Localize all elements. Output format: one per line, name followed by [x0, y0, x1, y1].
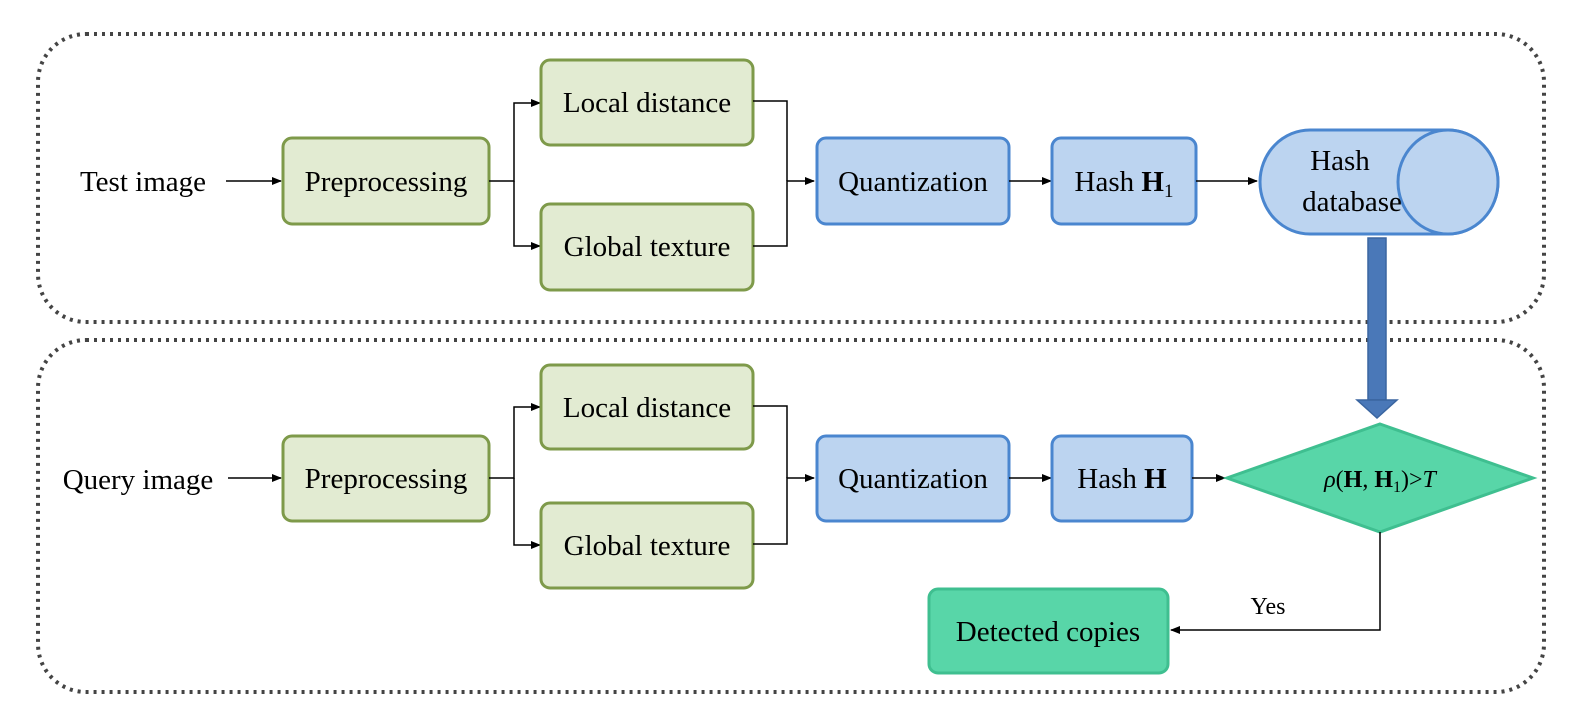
- query-image-label: Query image: [63, 464, 214, 496]
- cylinder-end: [1396, 128, 1500, 236]
- quantization-label-bottom: Quantization: [838, 463, 988, 495]
- branch-to-local-top: [489, 99, 541, 182]
- local-distance-box-top: [539, 58, 755, 147]
- merge-local-bottom: [753, 405, 788, 478]
- h1-symbol: H: [1374, 467, 1393, 493]
- close-paren: ): [1401, 467, 1409, 493]
- training-region: [36, 32, 1546, 324]
- hash-h1-label: Hash H1: [1075, 166, 1174, 202]
- hash-h1-subscript: 1: [1164, 181, 1174, 202]
- comma: ,: [1362, 467, 1374, 493]
- yes-label: Yes: [1251, 594, 1286, 620]
- merge-to-quantization-top: [753, 177, 815, 247]
- hash-h1-symbol: H: [1141, 166, 1164, 198]
- h-symbol: H: [1344, 467, 1363, 493]
- yes-arrow: [1170, 532, 1381, 634]
- hash-database-cylinder: [1258, 128, 1500, 236]
- detected-copies-box: [927, 587, 1170, 675]
- hash-h-symbol: H: [1144, 463, 1167, 495]
- merge-local-top: [753, 100, 788, 181]
- database-label-line2: database: [1302, 186, 1402, 218]
- local-distance-label-bottom: Local distance: [563, 392, 731, 424]
- test-image-label: Test image: [80, 166, 206, 198]
- preprocessing-label-top: Preprocessing: [305, 166, 468, 198]
- branch-to-global-bottom: [513, 478, 541, 549]
- open-paren: (: [1336, 467, 1344, 493]
- h1-subscript: 1: [1393, 479, 1401, 496]
- decision-condition: ρ(H, H1)>T: [1323, 467, 1437, 496]
- branch-to-local-bottom: [489, 403, 541, 479]
- threshold-t: T: [1423, 467, 1438, 493]
- rho-symbol: ρ: [1323, 467, 1336, 493]
- hash-h1-prefix: Hash: [1075, 166, 1142, 198]
- hash-h-label: Hash H: [1077, 463, 1167, 495]
- database-to-decision-arrow: [1355, 237, 1399, 420]
- local-distance-box-bottom: [539, 363, 755, 451]
- database-label-line1: Hash: [1310, 145, 1370, 177]
- preprocessing-label-bottom: Preprocessing: [305, 463, 468, 495]
- global-texture-label-top: Global texture: [564, 231, 731, 263]
- global-texture-box-top: [539, 202, 755, 292]
- detected-copies-label: Detected copies: [956, 616, 1140, 648]
- merge-to-quantization-bottom: [753, 474, 815, 545]
- branch-to-global-top: [513, 181, 541, 250]
- quantization-label-top: Quantization: [838, 166, 988, 198]
- global-texture-label-bottom: Global texture: [564, 530, 731, 562]
- global-texture-box-bottom: [539, 501, 755, 590]
- greater-than: >: [1409, 467, 1423, 493]
- local-distance-label-top: Local distance: [563, 87, 731, 119]
- query-region: [36, 338, 1546, 694]
- hash-h-prefix: Hash: [1077, 463, 1144, 495]
